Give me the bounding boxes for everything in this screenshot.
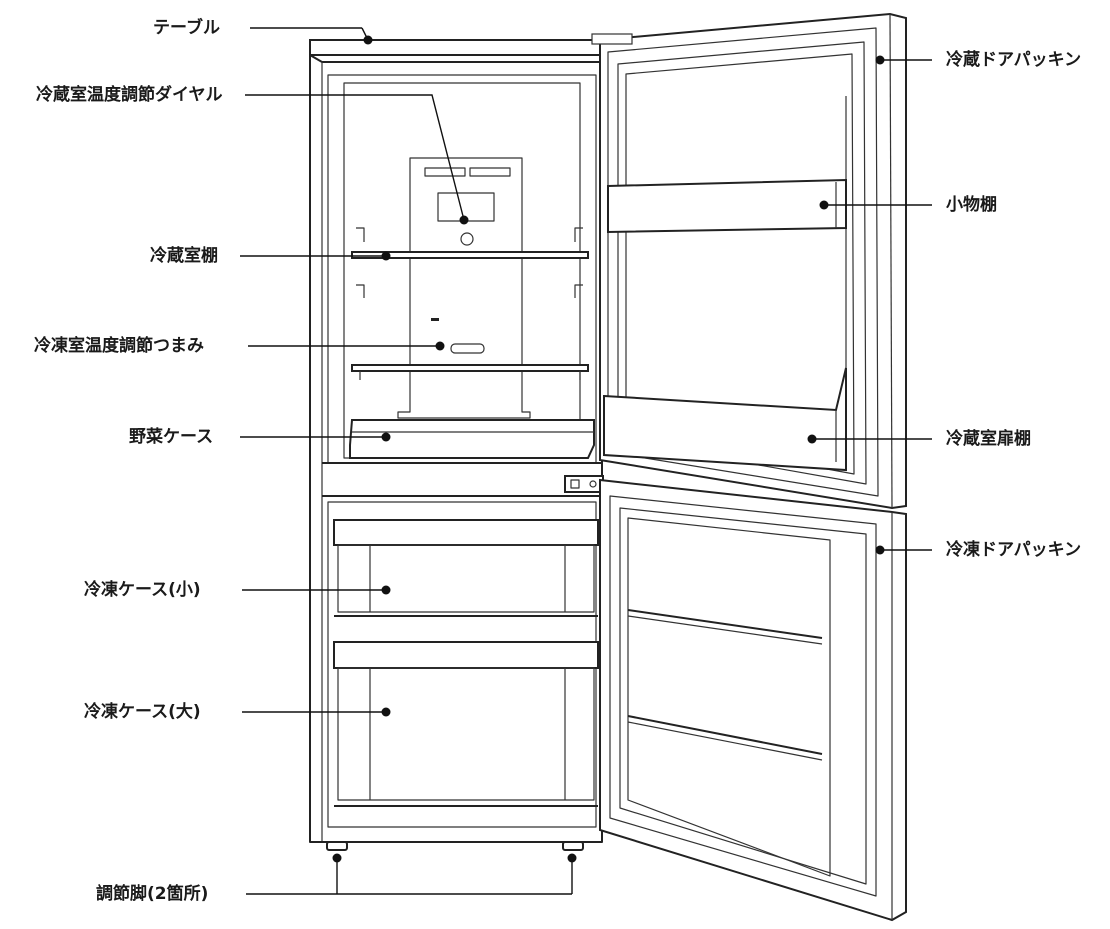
leader-adjustable-feet bbox=[246, 854, 577, 895]
label-table: テーブル bbox=[153, 17, 220, 39]
label-fridge-door-gasket: 冷蔵ドアパッキン bbox=[946, 49, 1081, 71]
leader-freezer-case-large bbox=[242, 708, 391, 717]
label-freezer-case-large: 冷凍ケース(大) bbox=[84, 701, 201, 723]
freezer-case-large-shape bbox=[334, 642, 598, 806]
control-panel bbox=[398, 158, 530, 418]
label-fridge-door-shelf: 冷蔵室扉棚 bbox=[946, 428, 1031, 450]
label-fridge-shelf: 冷蔵室棚 bbox=[150, 245, 218, 267]
freezer-case-small-shape bbox=[334, 520, 598, 616]
label-fridge-temp-dial: 冷蔵室温度調節ダイヤル bbox=[36, 84, 223, 106]
shelf-rails bbox=[356, 228, 583, 298]
small-item-shelf-shape bbox=[608, 180, 846, 232]
label-small-item-shelf: 小物棚 bbox=[946, 194, 997, 216]
label-freezer-temp-knob: 冷凍室温度調節つまみ bbox=[34, 335, 204, 357]
leader-freezer-temp-knob bbox=[248, 342, 445, 351]
fridge-shelf-lower bbox=[352, 365, 588, 380]
leader-freezer-case-small bbox=[242, 586, 391, 595]
label-adjustable-feet: 調節脚(2箇所) bbox=[96, 883, 208, 905]
label-freezer-case-small: 冷凍ケース(小) bbox=[84, 579, 201, 601]
freezer-door bbox=[600, 480, 906, 920]
label-freezer-door-gasket: 冷凍ドアパッキン bbox=[946, 539, 1081, 561]
feet-shape bbox=[327, 842, 583, 850]
label-vegetable-case: 野菜ケース bbox=[129, 426, 213, 448]
middle-hinge bbox=[565, 476, 603, 492]
leader-fridge-temp-dial bbox=[245, 95, 469, 225]
